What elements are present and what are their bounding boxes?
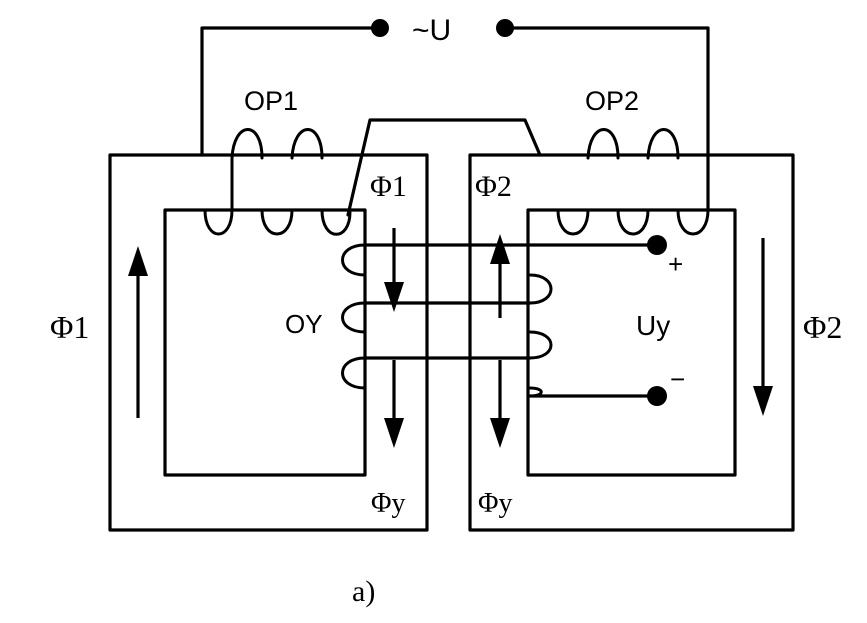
- flux-control-left-label: Φy: [371, 488, 405, 519]
- supply-wiring: [200, 19, 710, 217]
- flux-right-inner-label: Φ2: [475, 170, 512, 203]
- flux-left-outer-label: Φ1: [50, 309, 89, 345]
- flux-arrow-left-inner: [384, 228, 404, 312]
- flux-arrow-right-outer: [753, 238, 773, 416]
- supply-wire-left: [200, 26, 382, 157]
- winding-op1-label: OP1: [244, 86, 298, 116]
- right-core-window: [526, 208, 737, 477]
- flux-arrow-left-control: [384, 360, 404, 448]
- flux-control-right-label: Φy: [478, 488, 512, 519]
- flux-arrow-left-outer: [128, 246, 148, 418]
- flux-right-outer-label: Φ2: [803, 309, 842, 345]
- flux-arrow-right-control: [490, 360, 510, 448]
- control-terminal-plus: [647, 235, 667, 255]
- winding-oy: [341, 235, 667, 406]
- left-core-window: [163, 208, 367, 477]
- control-winding-label: OY: [285, 309, 323, 339]
- figure-caption: а): [352, 575, 375, 608]
- series-link-wire: [346, 118, 542, 217]
- winding-op2: [556, 128, 710, 236]
- control-voltage-label: Uy: [636, 310, 670, 341]
- flux-arrow-right-inner: [490, 234, 510, 318]
- supply-terminal-right: [496, 19, 514, 37]
- left-core-outer: [108, 153, 429, 532]
- control-terminal-minus: [647, 386, 667, 406]
- winding-op2-label: OP2: [585, 86, 639, 116]
- supply-wire-right: [503, 26, 710, 212]
- minus-sign: −: [670, 364, 685, 394]
- winding-op1: [203, 128, 352, 236]
- supply-label: ~U: [412, 14, 451, 47]
- right-core: [468, 153, 795, 532]
- flux-left-inner-label: Φ1: [370, 170, 407, 203]
- right-core-outer: [468, 153, 795, 532]
- supply-terminal-left: [371, 19, 389, 37]
- left-core: [108, 153, 429, 532]
- plus-sign: +: [668, 249, 683, 279]
